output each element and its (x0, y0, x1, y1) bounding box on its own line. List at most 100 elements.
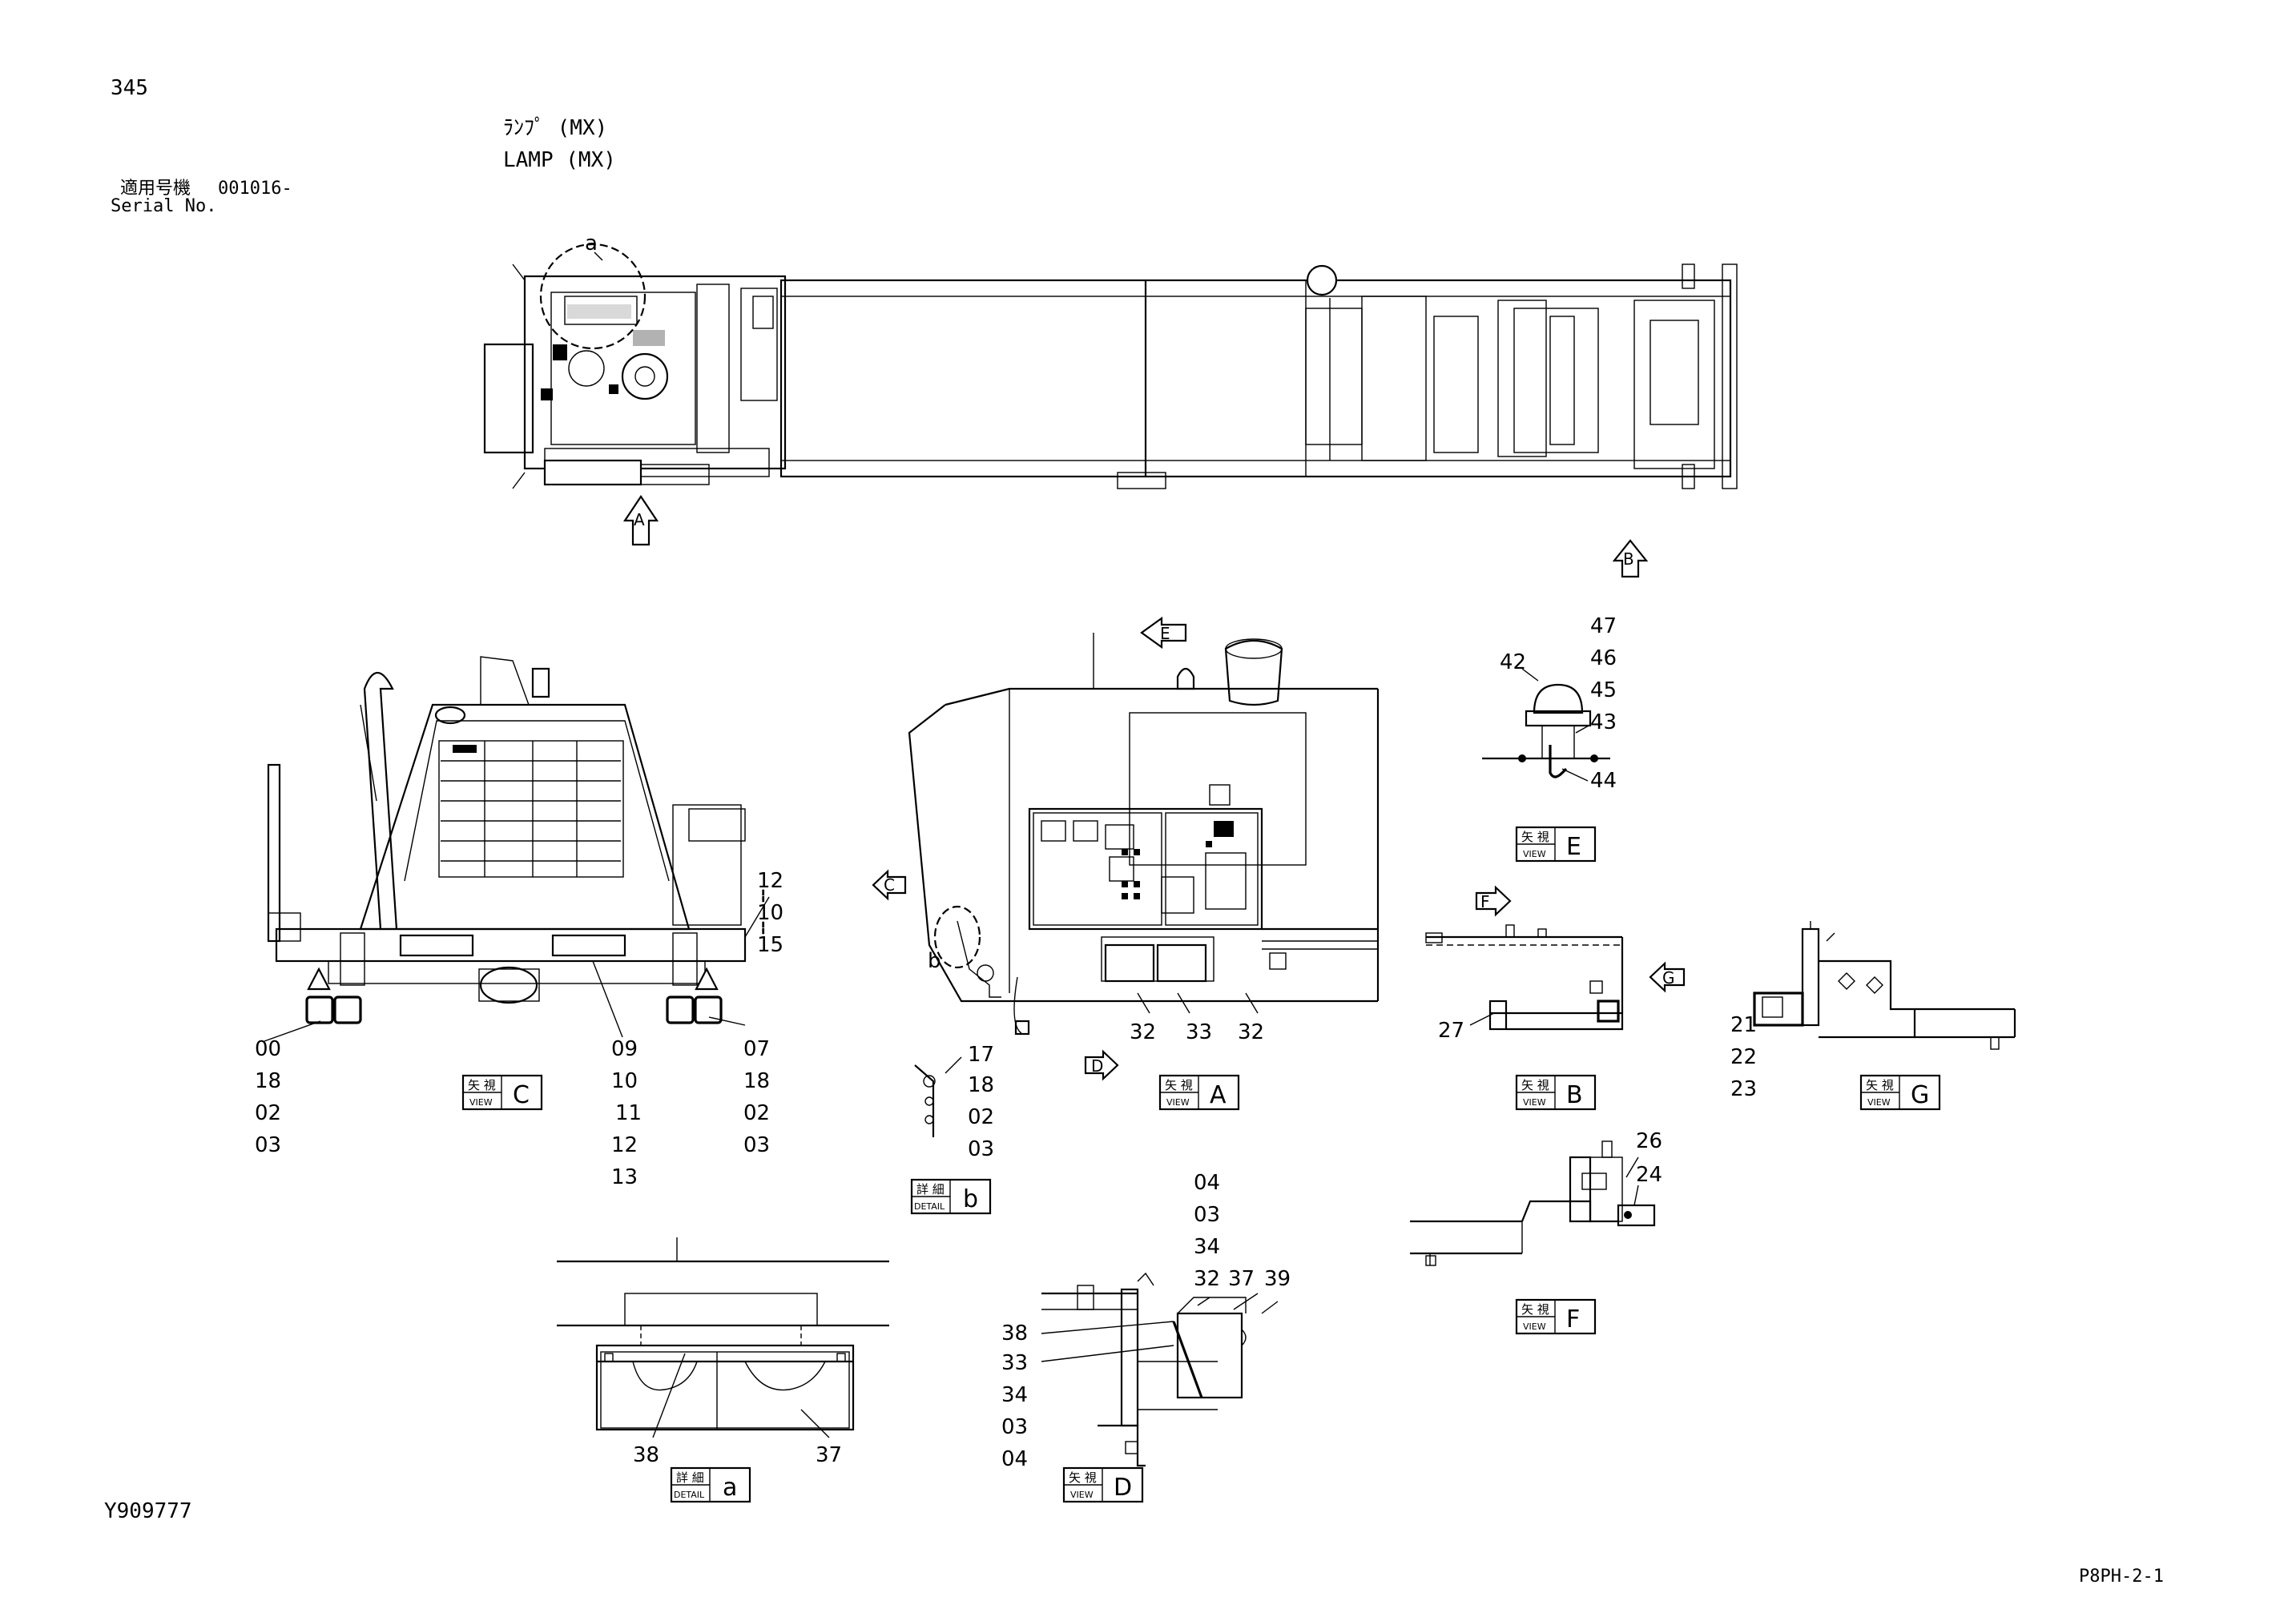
svg-text:D: D (1114, 1474, 1132, 1502)
svg-text:39: 39 (1264, 1267, 1291, 1291)
title-japanese: ﾗﾝﾌﾟ (MX) (503, 116, 607, 140)
svg-text:矢 視: 矢 視 (1521, 1302, 1549, 1317)
view-d-callouts-top: 04 03 34 32 37 39 (1194, 1171, 1291, 1291)
svg-text:02: 02 (968, 1105, 994, 1129)
view-g-arrow: G (1649, 961, 1686, 993)
svg-text:VIEW: VIEW (1166, 1097, 1190, 1108)
view-d-callouts-left: 38 33 34 03 04 (1001, 1321, 1028, 1471)
serial-number-value: 001016- (218, 179, 292, 199)
view-c-callouts-center: 09 10 11 12 13 (611, 1037, 642, 1189)
svg-text:44: 44 (1590, 769, 1617, 793)
svg-text:VIEW: VIEW (1523, 849, 1546, 859)
svg-text:VIEW: VIEW (1523, 1321, 1546, 1332)
svg-text:02: 02 (743, 1101, 770, 1125)
svg-text:DETAIL: DETAIL (674, 1490, 705, 1500)
svg-text:15: 15 (757, 933, 783, 957)
svg-text:04: 04 (1194, 1171, 1220, 1195)
view-f-arrow: F (1475, 885, 1512, 917)
view-c-arrow: C (872, 869, 907, 901)
detail-b-callouts: 17 18 02 03 (968, 1043, 994, 1161)
view-b-label-box: 矢 視 VIEW B (1515, 1074, 1597, 1111)
view-f-callouts: 26 24 (1636, 1129, 1662, 1187)
view-c-callouts-right-bottom: 07 18 02 03 (743, 1037, 770, 1157)
svg-text:03: 03 (968, 1137, 994, 1161)
svg-text:37: 37 (1228, 1267, 1255, 1291)
svg-text:13: 13 (611, 1165, 638, 1189)
view-b-drawing (1425, 924, 1624, 1031)
view-g-callouts: 21 22 23 (1730, 1013, 1757, 1101)
view-d-arrow: D (1084, 1049, 1119, 1081)
detail-a-label-box: 詳 細 DETAIL a (670, 1466, 751, 1503)
svg-text:24: 24 (1636, 1163, 1662, 1187)
svg-text:D: D (1091, 1056, 1103, 1076)
svg-text:矢 視: 矢 視 (1521, 1078, 1549, 1092)
view-d-label-box: 矢 視 VIEW D (1062, 1466, 1144, 1503)
document-code: Y909777 (104, 1499, 192, 1523)
svg-text:¦: ¦ (761, 919, 765, 935)
view-d-drawing (1041, 1272, 1279, 1467)
svg-text:18: 18 (743, 1069, 770, 1093)
svg-text:03: 03 (1194, 1203, 1220, 1227)
view-a-callout-32-right: 32 (1238, 1020, 1264, 1044)
view-a-detail-b-marker: b (928, 949, 941, 973)
svg-text:18: 18 (968, 1073, 994, 1097)
svg-text:B: B (1566, 1081, 1583, 1109)
svg-text:09: 09 (611, 1037, 638, 1061)
view-b-callout-27: 27 (1438, 1019, 1464, 1043)
svg-text:43: 43 (1590, 710, 1617, 734)
view-c-callouts-right: 12 ¦ 10 ¦ 15 (757, 869, 783, 957)
view-e-label-box: 矢 視 VIEW E (1515, 826, 1597, 863)
svg-text:詳 細: 詳 細 (916, 1182, 945, 1197)
svg-text:10: 10 (611, 1069, 638, 1093)
svg-text:G: G (1911, 1081, 1929, 1109)
detail-a-drawing (557, 1237, 889, 1438)
svg-text:G: G (1662, 968, 1675, 987)
svg-text:03: 03 (1001, 1415, 1028, 1439)
page-number: 345 (111, 76, 148, 100)
title-english: LAMP (MX) (503, 148, 616, 172)
view-a-side-drawing (908, 633, 1380, 1036)
svg-text:22: 22 (1730, 1045, 1757, 1069)
svg-text:矢 視: 矢 視 (1866, 1078, 1894, 1092)
svg-text:¦: ¦ (761, 887, 765, 903)
serial-label-english: Serial No. (111, 196, 216, 216)
svg-text:詳 細: 詳 細 (676, 1470, 704, 1485)
svg-text:C: C (513, 1081, 530, 1109)
svg-text:VIEW: VIEW (1867, 1097, 1891, 1108)
svg-text:03: 03 (255, 1133, 281, 1157)
view-c-label-box: 矢 視 VIEW C (461, 1074, 543, 1111)
svg-text:03: 03 (743, 1133, 770, 1157)
svg-text:07: 07 (743, 1037, 770, 1061)
svg-text:A: A (1210, 1081, 1227, 1109)
svg-text:F: F (1480, 892, 1490, 911)
svg-text:b: b (963, 1185, 978, 1213)
overview-view-a-letter: A (634, 510, 645, 529)
view-a-label-box: 矢 視 VIEW A (1158, 1074, 1240, 1111)
svg-text:矢 視: 矢 視 (1521, 830, 1549, 844)
view-c-callouts-left: 00 18 02 03 (255, 1037, 281, 1157)
svg-text:02: 02 (255, 1101, 281, 1125)
view-f-label-box: 矢 視 VIEW F (1515, 1298, 1597, 1335)
svg-text:矢 視: 矢 視 (1165, 1078, 1193, 1092)
detail-a-callout-37: 37 (816, 1443, 842, 1467)
svg-text:26: 26 (1636, 1129, 1662, 1153)
svg-text:34: 34 (1001, 1383, 1028, 1407)
svg-text:11: 11 (615, 1101, 642, 1125)
view-g-label-box: 矢 視 VIEW G (1859, 1074, 1941, 1111)
detail-b-drawing (914, 1056, 962, 1137)
svg-text:DETAIL: DETAIL (914, 1201, 945, 1212)
svg-text:VIEW: VIEW (469, 1097, 493, 1108)
overview-view-a-arrow: A (622, 495, 659, 546)
svg-text:33: 33 (1001, 1351, 1028, 1375)
svg-text:46: 46 (1590, 646, 1617, 670)
svg-text:VIEW: VIEW (1070, 1490, 1094, 1500)
overview-detail-a-marker: a (585, 231, 598, 255)
svg-text:矢 視: 矢 視 (468, 1078, 496, 1092)
svg-text:45: 45 (1590, 678, 1617, 702)
svg-text:12: 12 (757, 869, 783, 893)
overview-view-b-arrow: B (1612, 539, 1649, 578)
svg-text:21: 21 (1730, 1013, 1757, 1037)
view-e-arrow: E (1140, 616, 1187, 650)
svg-text:38: 38 (1001, 1321, 1028, 1345)
